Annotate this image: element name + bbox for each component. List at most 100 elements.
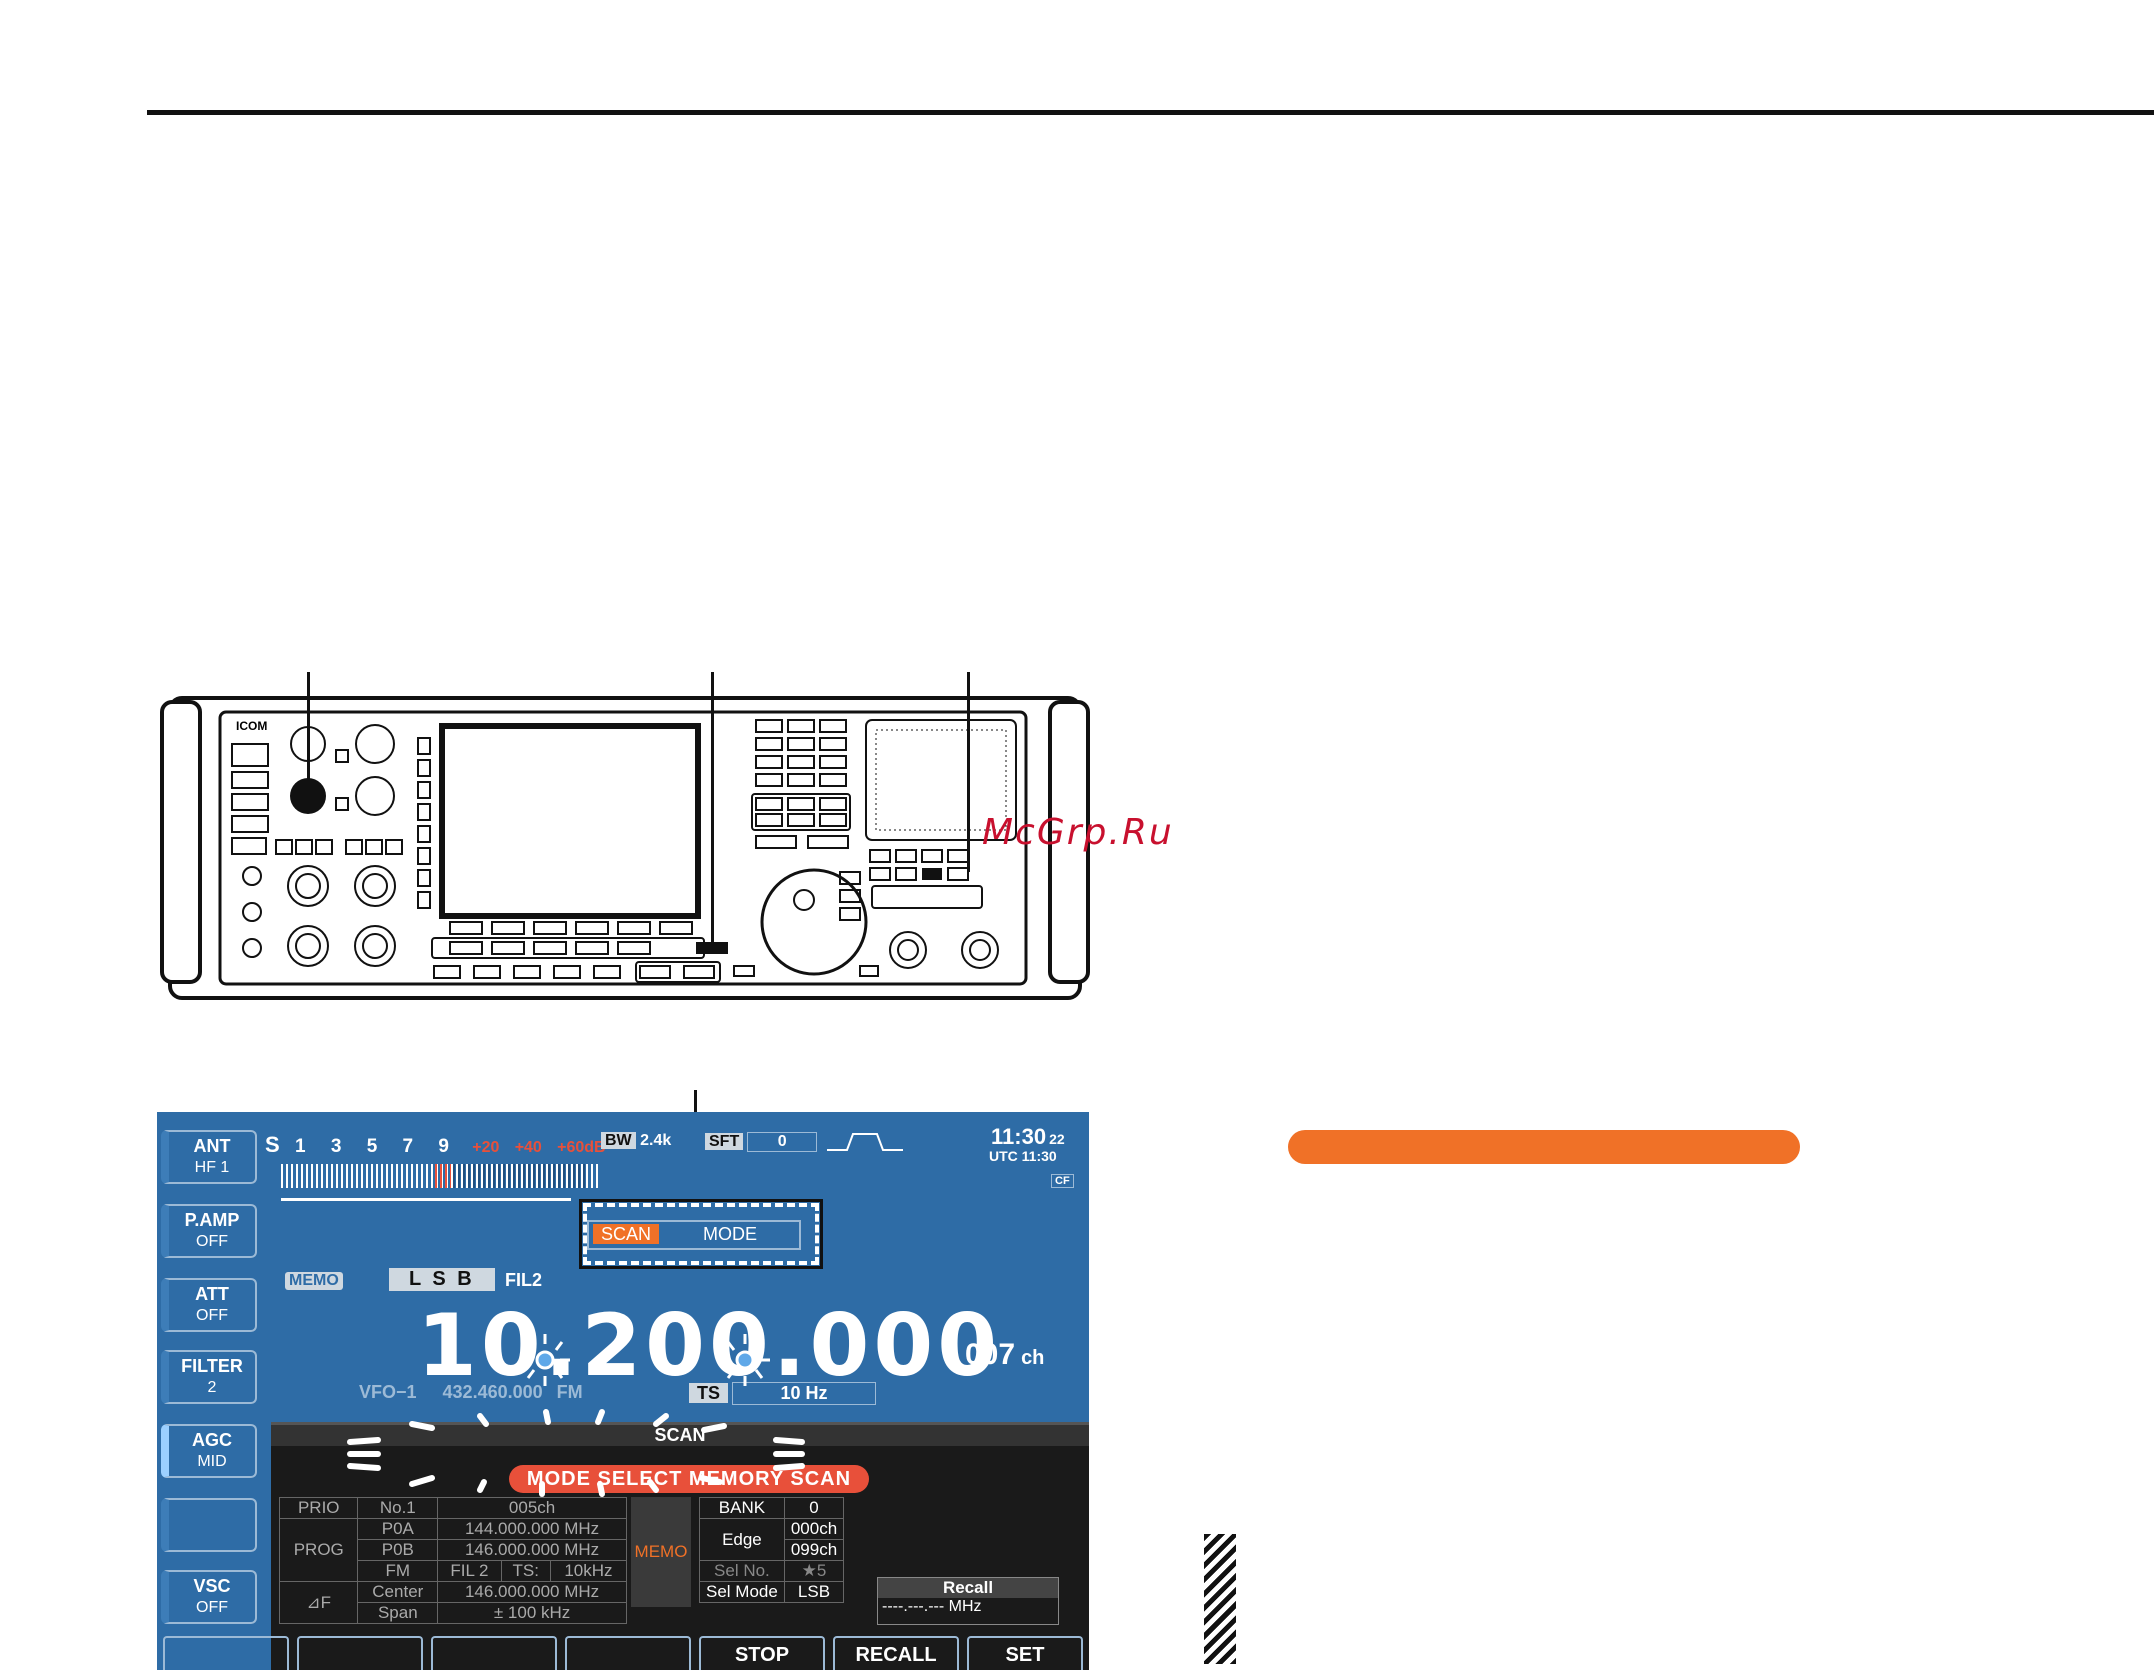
fkey-3[interactable] bbox=[431, 1636, 557, 1670]
main-frequency: 10.200.000 bbox=[417, 1296, 1002, 1396]
set-button[interactable]: SET bbox=[967, 1636, 1083, 1670]
fkey-2[interactable] bbox=[297, 1636, 423, 1670]
scan-tab[interactable]: SCAN bbox=[593, 1224, 659, 1244]
recall-unit: MHz bbox=[948, 1598, 982, 1615]
scan-mode-highlight bbox=[579, 1199, 823, 1269]
p0b-value: 146.000.000 MHz bbox=[437, 1539, 627, 1561]
s-meter-scale: S 1 3 5 7 9 +20 +40 +60dB bbox=[265, 1132, 606, 1158]
sft-value: 0 bbox=[747, 1132, 818, 1152]
p0a: P0A bbox=[357, 1518, 439, 1540]
ts-label: TS bbox=[689, 1383, 729, 1403]
delta-f-label: ⊿F bbox=[278, 1581, 359, 1624]
sel-mode-value: LSB bbox=[783, 1581, 845, 1603]
blank-side-button[interactable] bbox=[161, 1498, 257, 1552]
pamp-label: P.AMP bbox=[184, 1210, 240, 1230]
s-7: 7 bbox=[402, 1136, 414, 1157]
s-meter-peak bbox=[435, 1164, 451, 1188]
clock-time: 11:30 bbox=[991, 1124, 1047, 1149]
receiver-front-panel-illustration: ICOM bbox=[160, 696, 1090, 1000]
ant-label: ANT bbox=[193, 1136, 231, 1156]
agc-label: AGC bbox=[192, 1430, 232, 1450]
p0a-value: 144.000.000 MHz bbox=[437, 1518, 627, 1540]
recall-label: Recall bbox=[878, 1578, 1058, 1598]
stop-button[interactable]: STOP bbox=[699, 1636, 825, 1670]
cf-badge: CF bbox=[1051, 1174, 1074, 1188]
s-meter-dim bbox=[453, 1164, 585, 1188]
vsc-button[interactable]: VSC OFF bbox=[161, 1570, 257, 1624]
recall-button[interactable]: RECALL bbox=[833, 1636, 959, 1670]
svg-text:ICOM: ICOM bbox=[236, 719, 267, 733]
blink-indicator-marks bbox=[347, 1334, 805, 1497]
vfo-label: VFO−1 bbox=[359, 1382, 417, 1402]
s-1: 1 bbox=[294, 1136, 306, 1157]
bw-value: 2.4k bbox=[640, 1132, 672, 1149]
prio-label: PRIO bbox=[278, 1497, 359, 1519]
s-meter-underline bbox=[281, 1198, 571, 1201]
memo-badge: MEMO bbox=[285, 1272, 343, 1290]
s-plus40: +40 bbox=[514, 1139, 542, 1156]
edge-low: 000ch bbox=[783, 1518, 845, 1540]
popup-title: SCAN bbox=[271, 1425, 1089, 1446]
vfo-mode: FM bbox=[556, 1382, 583, 1402]
sel-no-value: ★5 bbox=[783, 1560, 845, 1582]
callout-line-center bbox=[711, 672, 714, 942]
bw-label: BW bbox=[601, 1132, 636, 1149]
pamp-button[interactable]: P.AMP OFF bbox=[161, 1204, 257, 1258]
passband-icon bbox=[827, 1133, 903, 1151]
prog-ts-label: TS: bbox=[500, 1560, 551, 1582]
watermark: McGrp.Ru bbox=[982, 812, 1174, 853]
bw-badge: BW 2.4k bbox=[601, 1132, 671, 1150]
sft-label: SFT bbox=[705, 1133, 744, 1150]
vfo-sub: VFO−1 432.460.000 FM bbox=[359, 1382, 583, 1403]
prog-mode: FM bbox=[357, 1560, 439, 1582]
ant-value: HF 1 bbox=[194, 1159, 230, 1176]
edge-high: 099ch bbox=[783, 1539, 845, 1561]
fkey-1[interactable] bbox=[163, 1636, 289, 1670]
recall-box[interactable]: Recall ----.---.--- MHz bbox=[877, 1577, 1059, 1625]
s-label: S bbox=[265, 1132, 280, 1157]
mode-select-memory-scan-banner: MODE SELECT MEMORY SCAN bbox=[509, 1465, 869, 1493]
edge-label: Edge bbox=[699, 1518, 785, 1561]
utc-clock: UTC 11:30 bbox=[989, 1148, 1057, 1164]
prog-filter: FIL 2 bbox=[437, 1560, 502, 1582]
p0b: P0B bbox=[357, 1539, 439, 1561]
att-button[interactable]: ATT OFF bbox=[161, 1278, 257, 1332]
callout-line-right bbox=[967, 672, 970, 872]
fkey-4[interactable] bbox=[565, 1636, 691, 1670]
vsc-value: OFF bbox=[196, 1599, 228, 1616]
mode-tab[interactable]: MODE bbox=[703, 1224, 757, 1244]
callout-line-left bbox=[307, 672, 310, 790]
recall-value: ----.---.--- MHz bbox=[878, 1598, 1058, 1616]
hatched-marker bbox=[1204, 1534, 1236, 1664]
vfo-frequency: 432.460.000 bbox=[442, 1382, 543, 1402]
center-value: 146.000.000 MHz bbox=[437, 1581, 627, 1603]
vsc-label: VSC bbox=[193, 1576, 231, 1596]
att-value: OFF bbox=[196, 1307, 228, 1324]
att-label: ATT bbox=[195, 1284, 229, 1304]
ant-button[interactable]: ANT HF 1 bbox=[161, 1130, 257, 1184]
filter-value: 2 bbox=[207, 1379, 217, 1396]
s-9: 9 bbox=[438, 1136, 449, 1157]
sel-no-label: Sel No. bbox=[699, 1560, 785, 1582]
prog-label: PROG bbox=[278, 1518, 359, 1582]
channel-unit: ch bbox=[1021, 1347, 1045, 1369]
clock-seconds: 22 bbox=[1049, 1131, 1065, 1147]
prog-ts-value: 10kHz bbox=[549, 1560, 628, 1582]
ts-value: 10 Hz bbox=[732, 1382, 877, 1405]
s-3: 3 bbox=[330, 1136, 342, 1157]
span-value: ± 100 kHz bbox=[437, 1602, 627, 1624]
pamp-value: OFF bbox=[196, 1233, 228, 1250]
agc-button[interactable]: AGC MID bbox=[161, 1424, 257, 1478]
agc-value: MID bbox=[197, 1453, 227, 1470]
s-5: 5 bbox=[366, 1136, 378, 1157]
s-plus60: +60dB bbox=[557, 1139, 606, 1156]
top-rule bbox=[147, 110, 2154, 115]
